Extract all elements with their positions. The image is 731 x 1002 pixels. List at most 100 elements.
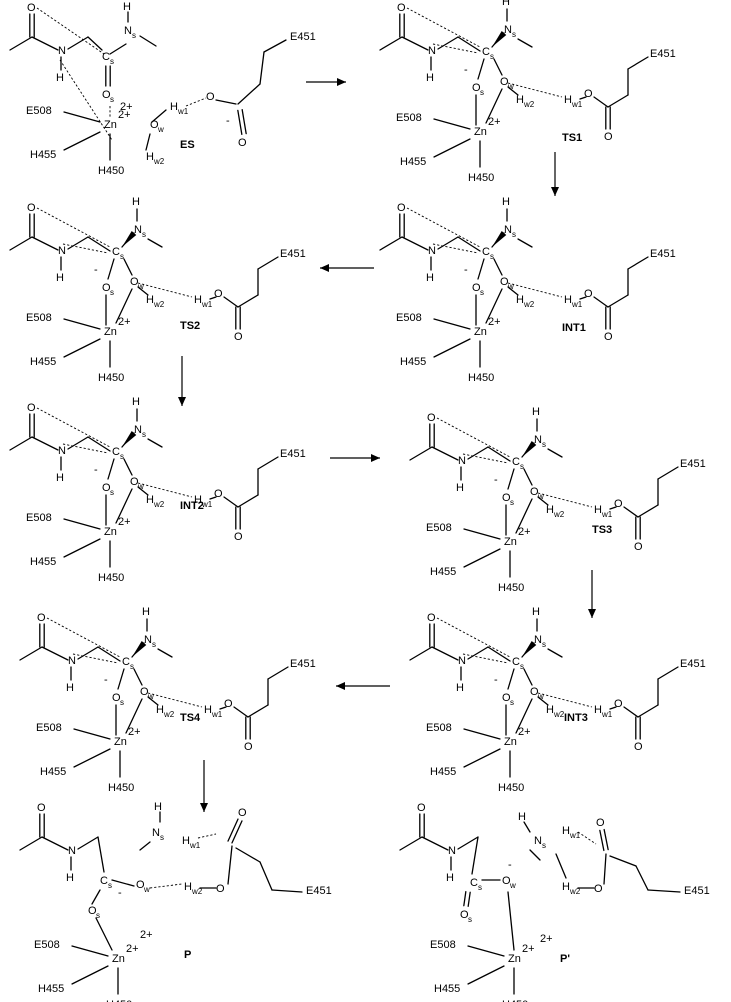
glu-hydroxyl-oxygen: O (594, 883, 603, 895)
residue-label-h455: H455 (38, 983, 64, 995)
state-label-p-prime: P' (560, 953, 570, 965)
hydrogen-hw2-subscript: w2 (553, 510, 565, 519)
amide-bond (31, 36, 59, 51)
acetyl-methyl-bond (409, 446, 433, 461)
zinc-ligand-bond (463, 728, 501, 740)
nitrogen-ns: N (134, 224, 142, 236)
oxygen-ow-subscript: w (137, 282, 144, 291)
glu-carbonyl-oxygen: O (238, 137, 247, 149)
zinc-ligand-bond (63, 111, 101, 123)
oxygen-os-subscript: s (480, 88, 484, 97)
glu-carbonyl-oxygen: O (634, 541, 643, 553)
carbon-cs: C (112, 446, 120, 458)
zinc-atom: Zn (104, 326, 117, 338)
amide-bond (431, 646, 459, 661)
residue-label-e508: E508 (426, 722, 452, 734)
ow-zn-bond (515, 698, 533, 734)
residue-label-glu: E451 (680, 658, 706, 670)
oxygen-os-subscript: s (110, 488, 114, 497)
oxygen-ow: O (130, 276, 139, 288)
hw1-o-bond (209, 296, 217, 300)
ns-hydrogen: H (132, 396, 140, 408)
arrow-ts4-to-p-head (200, 803, 208, 812)
ow-hw2-bond (507, 86, 519, 96)
ow-hw2-bond (507, 286, 519, 296)
ca-bond (467, 446, 489, 460)
charge-minus: - (104, 674, 108, 686)
ns-hydrogen: H (532, 406, 540, 418)
hydrogen-hw2: H (516, 294, 524, 306)
oxygen-ow: O (130, 476, 139, 488)
wedge-bond (492, 231, 507, 247)
carbon-cs: C (512, 456, 520, 468)
carbon-cs-subscript: s (110, 57, 114, 66)
glu-chain (627, 56, 649, 70)
ow-hw2-bond (537, 496, 549, 506)
residue-label-e508: E508 (396, 312, 422, 324)
acetyl-o-dashed (436, 417, 511, 458)
hydrogen-hw2: H (546, 704, 554, 716)
residue-label-h455: H455 (434, 983, 460, 995)
state-label-int3: INT3 (564, 712, 588, 724)
zinc-ligand-bond (467, 945, 505, 957)
ns-methyl-bond (157, 648, 173, 658)
nitrogen-ns: N (534, 634, 542, 646)
glu-carbonyl-oxygen: O (234, 531, 243, 543)
carbon-cs: C (122, 656, 130, 668)
acetyl-oxygen: O (27, 202, 36, 214)
oxygen-ow-subscript: w (137, 482, 144, 491)
ca-cs-bond (97, 646, 121, 662)
amide-bond (401, 236, 429, 251)
os-zn-bond (95, 917, 113, 951)
charge-minus: - (494, 474, 498, 486)
zinc-atom: Zn (508, 953, 521, 965)
amide-dashed (432, 243, 479, 254)
ns-methyl-bond (517, 238, 533, 248)
acetyl-oxygen: O (397, 202, 406, 214)
amide-dashed (462, 453, 509, 464)
cs-os-bond (107, 258, 115, 280)
hydrogen-hw1-subscript: w1 (601, 510, 613, 519)
residue-label-h450: H450 (106, 999, 132, 1002)
amide-dashed (62, 443, 109, 454)
acetyl-methyl-bond (379, 36, 403, 51)
glu-chain (657, 466, 679, 480)
cs-ow-bond (123, 258, 133, 276)
arrow-int2-to-ts3 (330, 454, 380, 462)
nitrogen-ns-subscript: s (542, 841, 546, 850)
residue-label-glu: E451 (684, 885, 710, 897)
oxygen-ow: O (502, 875, 511, 887)
oxygen-ow: O (140, 686, 149, 698)
acetyl-methyl-bond (399, 836, 423, 851)
oxygen-ow-subscript: w (157, 125, 164, 134)
carbon-cs: C (112, 246, 120, 258)
oxygen-os-subscript: s (468, 915, 472, 924)
hydrogen-hw1-subscript: w1 (569, 831, 581, 840)
zinc-atom: Zn (104, 526, 117, 538)
residue-label-e508: E508 (34, 939, 60, 951)
amide-hydrogen: H (456, 482, 464, 494)
zinc-ligand-bond (73, 748, 111, 768)
nitrogen-ns: N (144, 634, 152, 646)
cs-ow-bond (493, 258, 503, 276)
nitrogen-ns-subscript: s (132, 31, 136, 40)
arrow-int2-to-ts3-head (371, 454, 380, 462)
glu-chain (259, 861, 273, 891)
nitrogen-ns: N (504, 24, 512, 36)
oxygen-os: O (502, 492, 511, 504)
hydrogen-hw2-subscript: w2 (153, 157, 165, 166)
arrow-es-to-ts1-head (337, 78, 346, 86)
zinc-charge-pp: 2+ (540, 933, 553, 945)
nitrogen-ns: N (534, 434, 542, 446)
hydrogen-hw1-subscript: w1 (201, 500, 213, 509)
carbon-cs-subscript: s (520, 462, 524, 471)
cs-ow-bond (133, 668, 143, 686)
amide-hydrogen: H (446, 872, 454, 884)
amide-nitrogen: N (68, 655, 76, 667)
ca-bond (77, 836, 99, 850)
hw1-o-bond (579, 296, 587, 300)
residue-label-glu: E451 (306, 885, 332, 897)
c-os-double (467, 891, 471, 907)
